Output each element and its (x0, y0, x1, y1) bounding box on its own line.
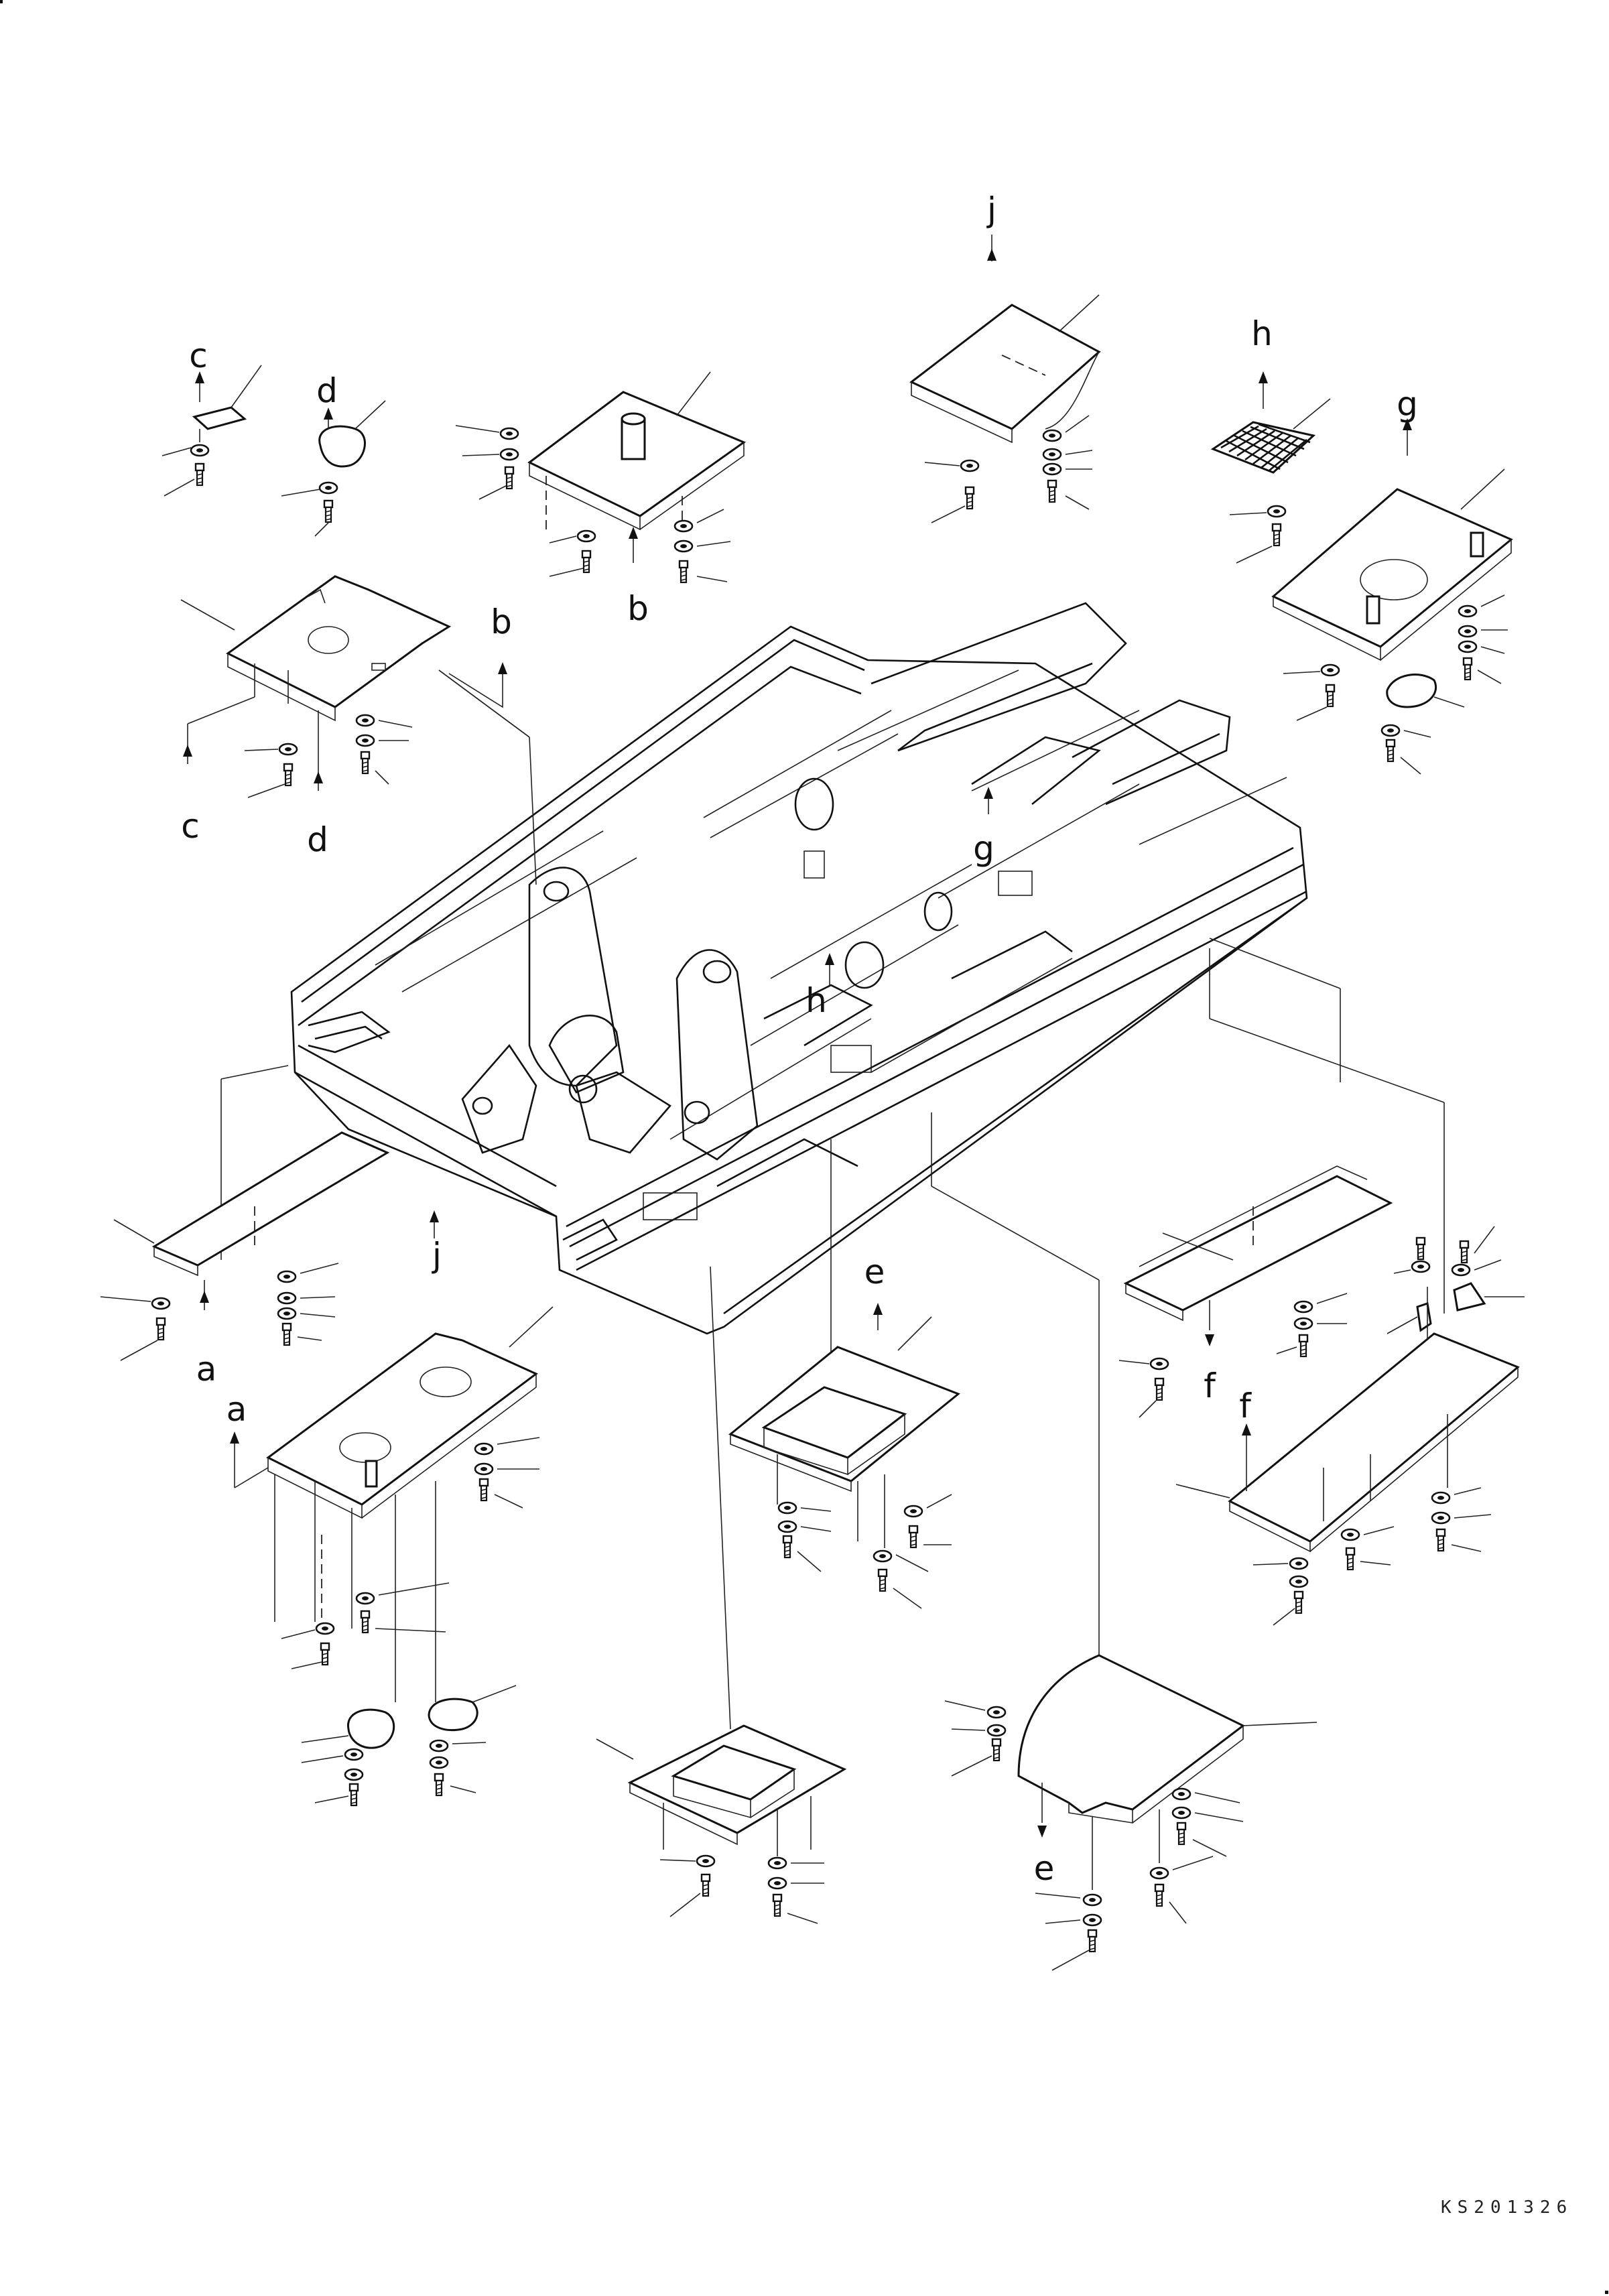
cover-h-group: h (1210, 314, 1331, 564)
callout-h-frame: h (806, 981, 827, 1020)
corner-mark-top-left (0, 0, 3, 3)
cover-b-group: b (455, 371, 747, 628)
callout-j-top: j (986, 190, 996, 229)
callout-f-lower: f (1239, 1387, 1252, 1425)
callout-d-top: d (316, 371, 338, 410)
callout-c-top: c (189, 336, 208, 375)
callout-h-top: h (1251, 314, 1273, 353)
callout-e-lower: e (1034, 1849, 1055, 1888)
callout-a-lower: a (196, 1350, 217, 1389)
callout-j-frame: j (432, 1236, 442, 1275)
cover-g-group: g (1271, 385, 1513, 775)
cover-a-large-group: a (227, 1306, 554, 1807)
cover-a-long-group: a (100, 1131, 390, 1389)
corner-mark-bottom-right (1605, 2291, 1608, 2294)
cover-e-upper-group: e (728, 1253, 960, 1609)
callout-e-upper: e (864, 1253, 885, 1291)
cover-f-upper-group: f (1118, 1165, 1393, 1418)
leader-lines (220, 669, 1445, 1730)
callout-a-upper: a (227, 1390, 247, 1429)
callout-d-bottom: d (307, 820, 328, 859)
main-frame (290, 602, 1308, 1335)
callout-g-frame: g (973, 829, 994, 868)
cover-j-group: j (909, 190, 1101, 523)
callout-f-upper: f (1204, 1366, 1216, 1405)
cover-upper-left-group: c d b (180, 575, 530, 859)
callout-g-top: g (1397, 385, 1418, 424)
cover-c-group: c (162, 336, 262, 497)
callout-b-right: b (491, 602, 512, 641)
callout-c-bottom: c (181, 807, 200, 846)
cover-lower-center-group (596, 1724, 847, 1924)
drawing-code: KS201326 (1441, 2197, 1573, 2218)
cover-f-lower-group: f (1175, 1226, 1525, 1626)
cover-d-group: d (281, 371, 386, 537)
cover-e-lower-group: e (944, 1654, 1317, 1971)
callout-b-upper: b (627, 589, 649, 628)
